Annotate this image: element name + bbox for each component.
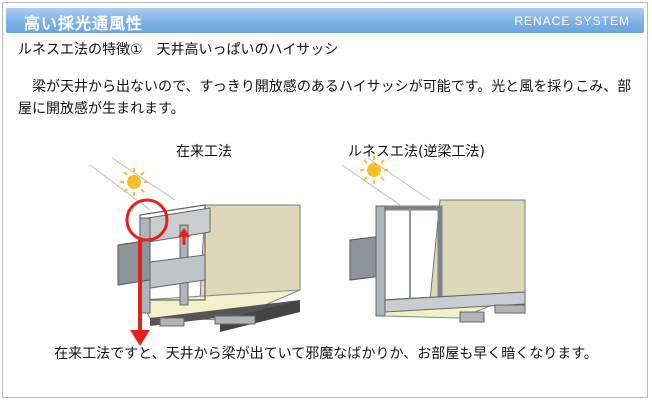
feature-subtitle: ルネスエ法の特徴① 天井高いっぱいのハイサッシ bbox=[18, 42, 339, 58]
brand-name: RENACE SYSTEM bbox=[514, 14, 630, 28]
renace-method-label: ルネスエ法(逆梁工法) bbox=[348, 144, 485, 160]
feature-description: 梁が天井から出ないので、すっきり開放感のあるハイサッシが可能です。光と風を採りこ… bbox=[18, 79, 632, 117]
conventional-method-label: 在来工法 bbox=[176, 144, 232, 160]
conventional-room-illustration bbox=[89, 157, 301, 346]
sun-icon bbox=[360, 156, 388, 184]
section-title: 高い採光通風性 bbox=[24, 14, 144, 33]
sun-icon bbox=[120, 168, 148, 196]
renace-room-illustration bbox=[341, 156, 526, 323]
footer-note: 在来工法ですと、天井から梁が出ていて邪魔なばかりか、お部屋も早く暗くなります。 bbox=[54, 346, 598, 362]
section-header: 高い採光通風性 RENACE SYSTEM bbox=[6, 8, 644, 33]
highlight-circle bbox=[125, 198, 169, 242]
content-frame bbox=[2, 2, 648, 398]
